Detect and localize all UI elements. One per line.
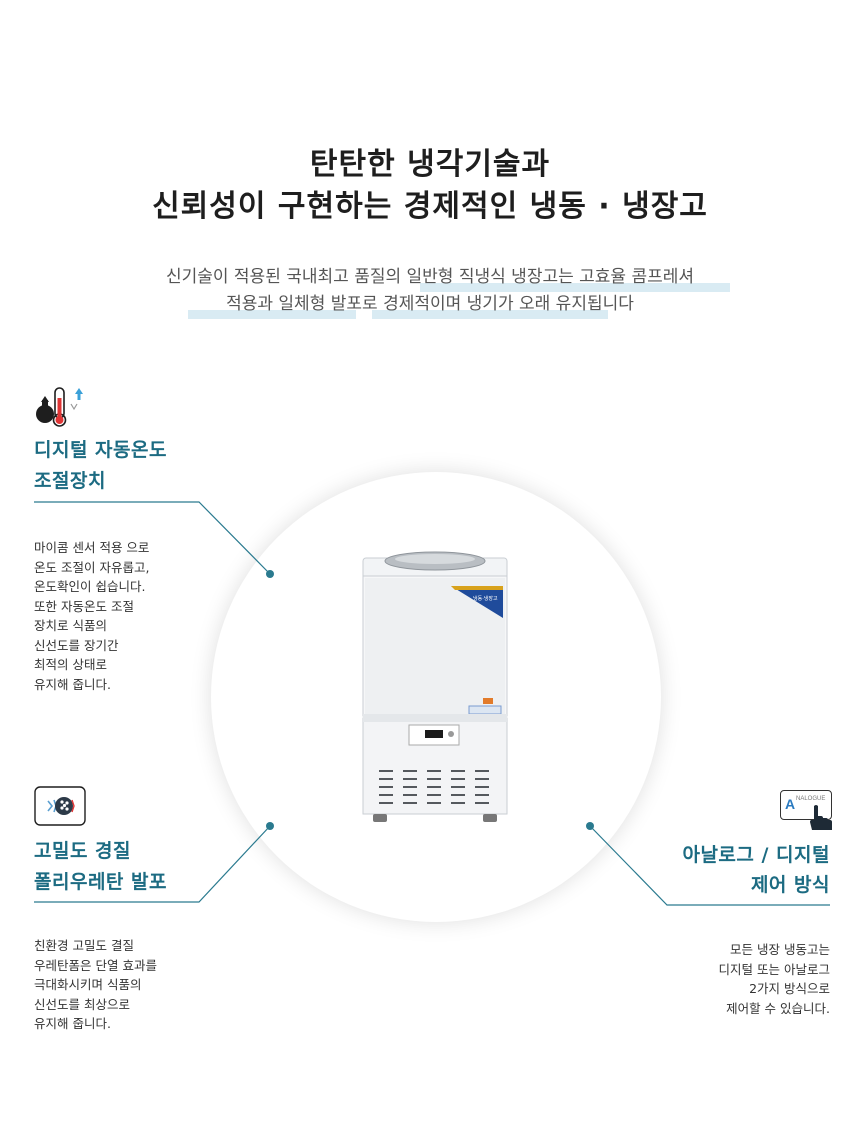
subtitle-highlight	[188, 310, 356, 319]
feature-control-title-line1: 아날로그 / 디지털	[682, 844, 830, 866]
feature-control-description: 모든 냉장 냉동고는 디지털 또는 아날로그 2가지 방식으로 제어할 수 있습…	[718, 942, 830, 1016]
feature-digital-title-line2: 조절장치	[34, 470, 106, 492]
refrigerator-image: 냉동·냉장고	[362, 551, 508, 822]
feature-insulation-title-line1: 고밀도 경질	[34, 840, 132, 862]
subtitle-line1: 신기술이 적용된 국내최고 품질의 일반형 직냉식 냉장고는 고효율 콤프레셔	[165, 267, 695, 287]
analogue-touch-icon: A NALOGUE	[780, 790, 832, 832]
hand-pointer-icon	[810, 805, 832, 830]
product-brand-label: 냉동·냉장고	[473, 595, 498, 602]
analogue-icon-text: NALOGUE	[796, 796, 826, 802]
feature-insulation-title-line2: 폴리우레탄 발포	[34, 871, 167, 893]
insulation-icon	[34, 786, 86, 826]
headline-line1: 탄탄한 냉각기술과	[309, 147, 551, 182]
feature-digital-title-line1: 디지털 자동온도	[34, 439, 167, 461]
analogue-icon-letter: A	[785, 796, 796, 812]
feature-control-title-line2: 제어 방식	[750, 874, 830, 896]
subtitle-highlight	[372, 310, 608, 319]
headline-line2: 신뢰성이 구현하는 경제적인 냉동 · 냉장고	[152, 189, 708, 224]
feature-insulation-description: 친환경 고밀도 결질 우레탄폼은 단열 효과를 극대화시키며 식품의 신선도를 …	[34, 938, 157, 1031]
thermometer-icon	[36, 387, 83, 427]
feature-digital-description: 마이콤 센서 적용 으로 온도 조절이 자유롭고, 온도확인이 쉽습니다. 또한…	[34, 540, 150, 692]
analogue-panel: A NALOGUE	[780, 790, 832, 820]
subtitle-highlight	[420, 283, 730, 292]
subtitle-line2: 적용과 일체형 발포로 경제적이며 냉기가 오래 유지됩니다	[226, 294, 634, 314]
